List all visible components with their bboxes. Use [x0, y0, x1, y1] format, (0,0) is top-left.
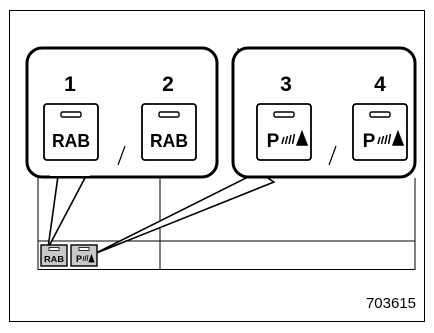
rab-button-label: RAB [52, 131, 90, 151]
parking-sensor-waves-icon [377, 129, 405, 146]
callout-number-4: 4 [374, 73, 386, 96]
slash-separator [117, 145, 126, 166]
rab-button-icon: RAB [43, 103, 99, 161]
dashboard-grid [37, 48, 416, 270]
callout-number-3: 3 [280, 73, 292, 96]
indicator-led [158, 111, 180, 118]
parking-sensor-waves-icon [82, 253, 95, 263]
callout-pointers [47, 171, 275, 255]
dashboard-park-label: P [76, 254, 82, 264]
outer-frame [9, 10, 425, 322]
rab-button-icon: RAB [141, 103, 197, 161]
slash-separator [328, 145, 337, 166]
dashboard-rab-button: RAB [40, 244, 68, 267]
callout-number-2: 2 [162, 73, 174, 96]
indicator-led [60, 111, 82, 118]
park-button-label: P [363, 131, 376, 152]
left-callout-pointer [47, 175, 87, 249]
park-button-label: P [267, 131, 280, 152]
parking-sensor-button-icon: P [256, 103, 312, 161]
parking-sensor-waves-icon [281, 129, 309, 146]
indicator-led [273, 111, 295, 118]
callout-number-1: 1 [64, 73, 76, 96]
rab-button-label: RAB [150, 131, 188, 151]
indicator-led [369, 111, 391, 118]
parking-sensor-button-icon: P [352, 103, 408, 161]
dashboard-park-button: P [70, 244, 98, 267]
right-callout-pointer [93, 171, 275, 255]
figure-reference-number: 703615 [366, 295, 416, 312]
dashboard-rab-label: RAB [44, 254, 64, 264]
